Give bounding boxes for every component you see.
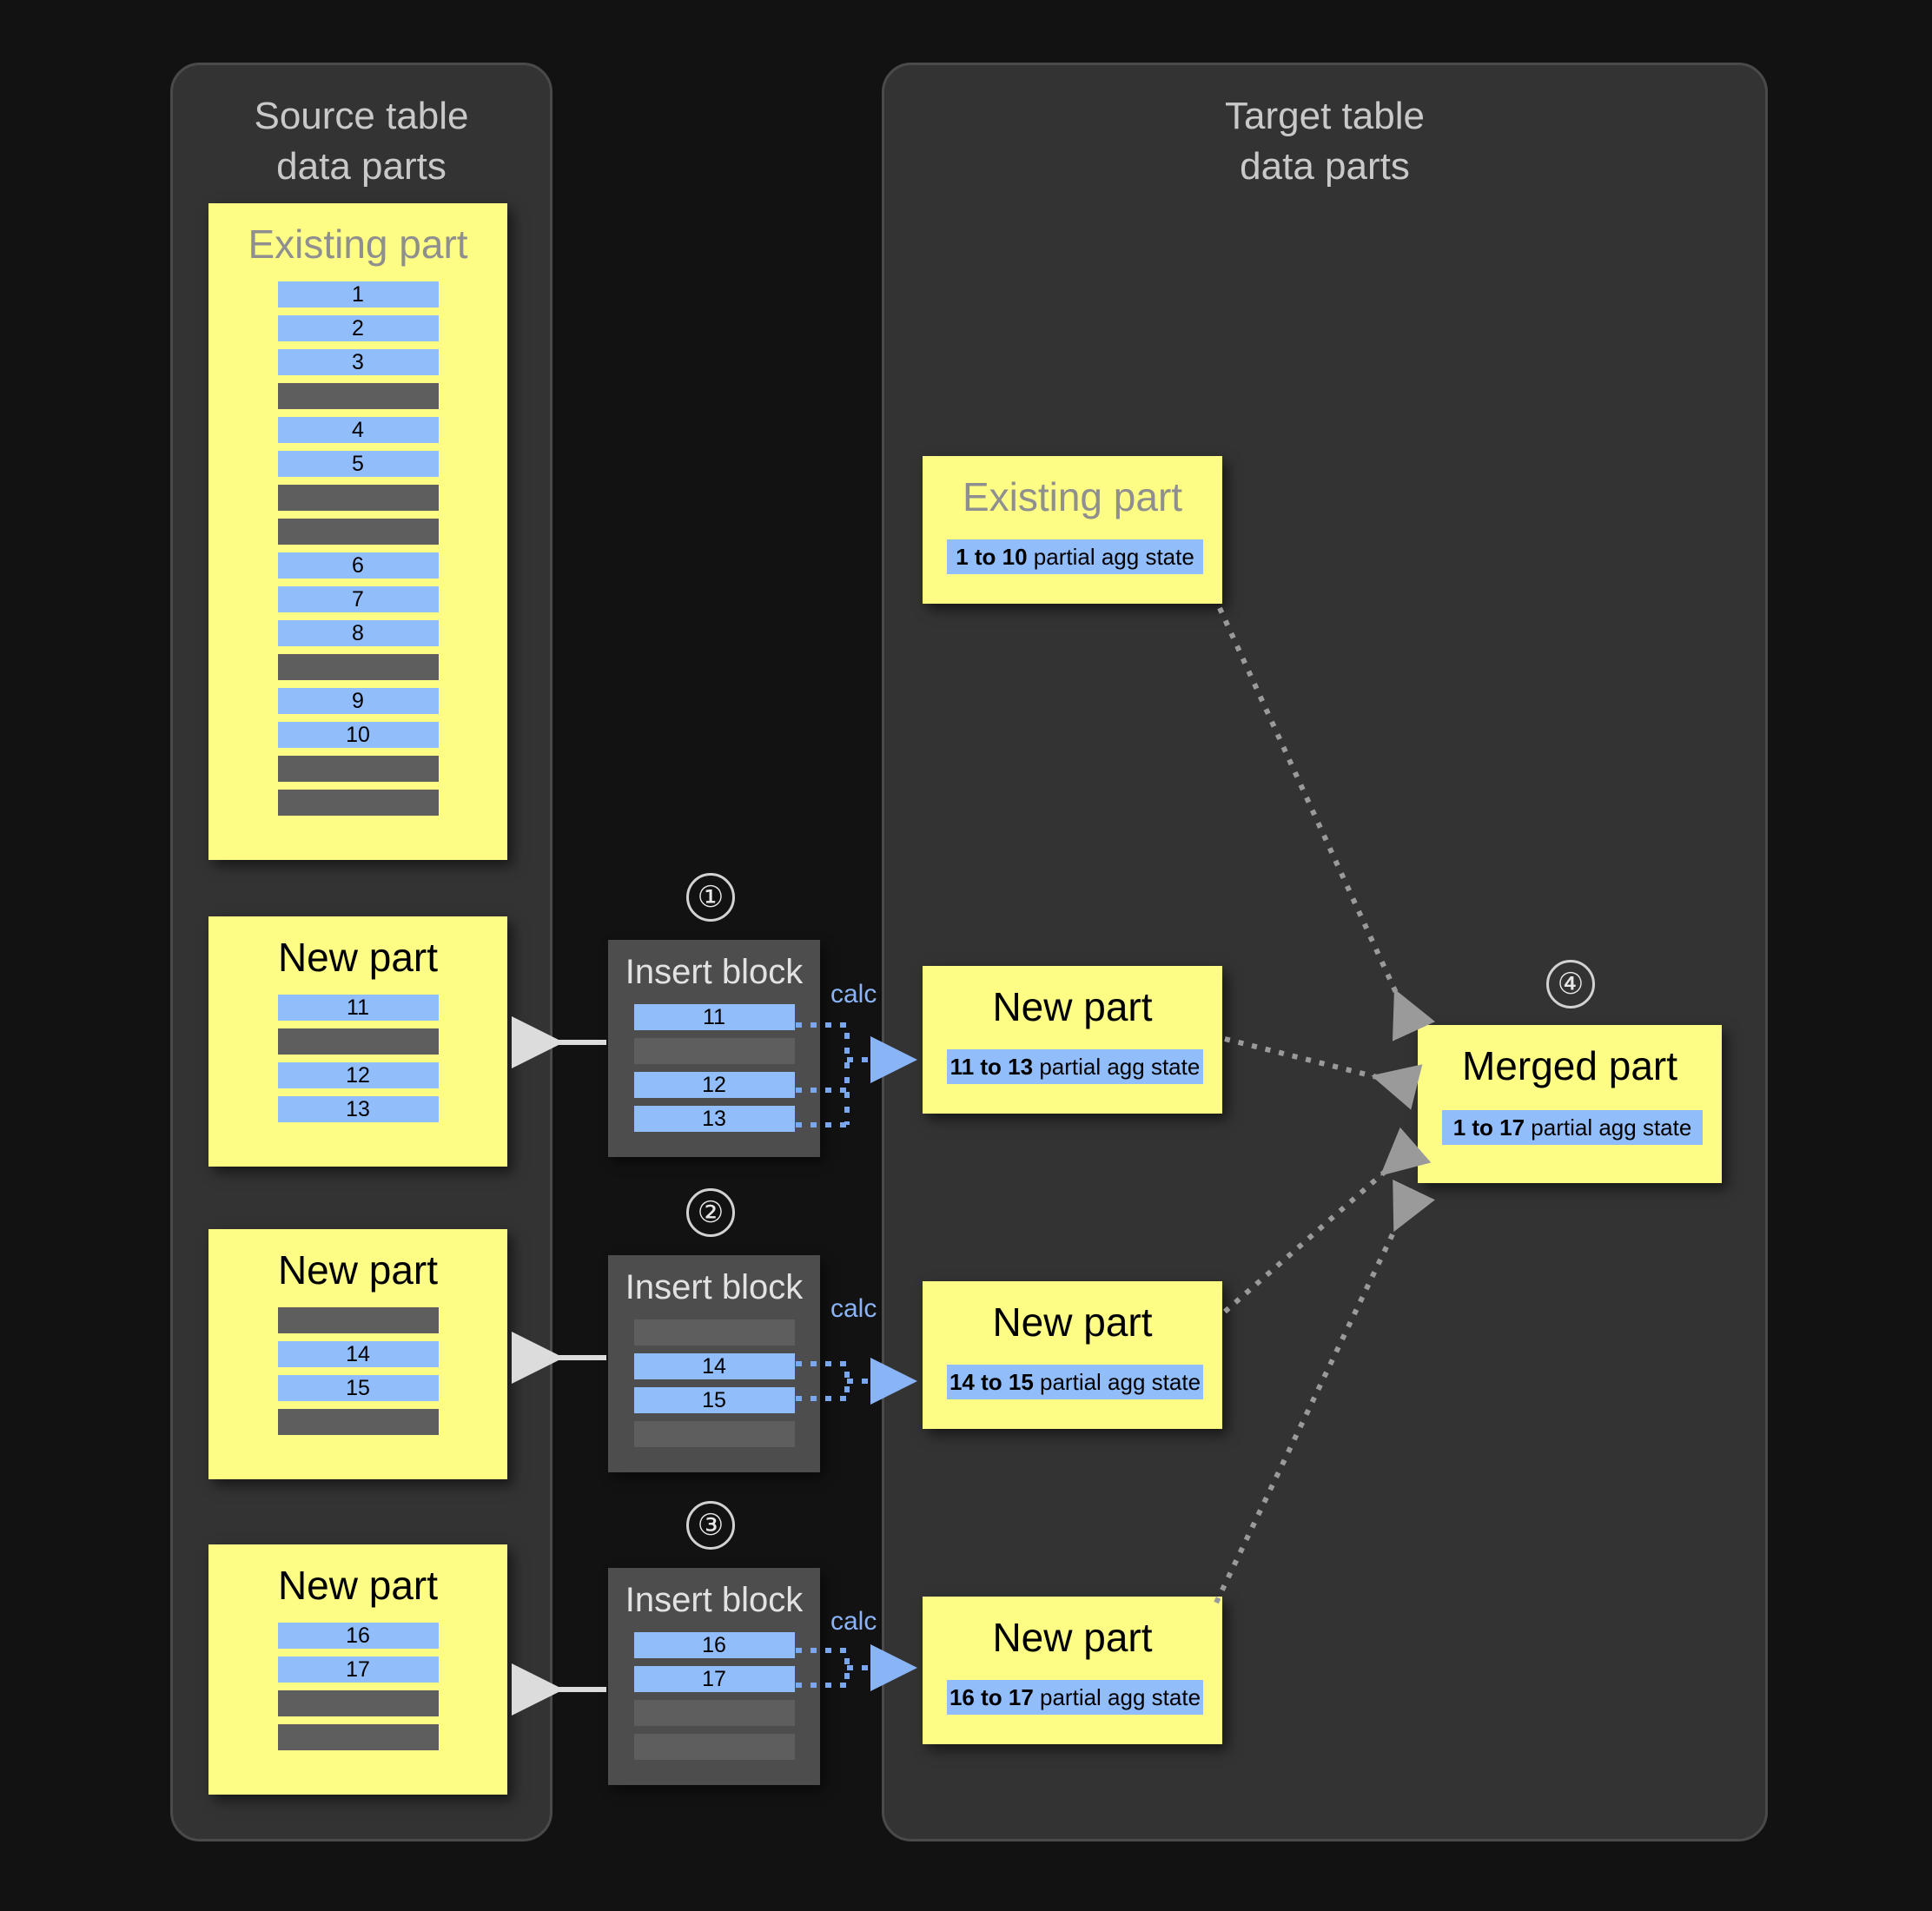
row-placeholder bbox=[277, 1724, 439, 1750]
row-placeholder bbox=[277, 1690, 439, 1716]
source-new-part-2-title: New part bbox=[277, 1247, 439, 1293]
step-badge-1: ① bbox=[686, 873, 735, 922]
source-new-part-3-title: New part bbox=[277, 1563, 439, 1608]
target-table-panel: Target table data parts bbox=[882, 63, 1768, 1842]
target-existing-part-agg-state: 1 to 10 partial agg state bbox=[947, 539, 1203, 574]
agg-suffix: partial agg state bbox=[1040, 1684, 1201, 1710]
row-value: 1 bbox=[277, 281, 439, 307]
agg-range: 11 to 13 bbox=[949, 1054, 1034, 1080]
insert-block-2-title: Insert block bbox=[625, 1268, 804, 1306]
row-value: 17 bbox=[277, 1656, 439, 1683]
row-value: 16 bbox=[633, 1632, 795, 1658]
row-value: 16 bbox=[277, 1623, 439, 1649]
merged-part-title: Merged part bbox=[1461, 1043, 1677, 1088]
step-badge-2: ② bbox=[686, 1188, 735, 1237]
row-placeholder bbox=[277, 1409, 439, 1435]
calc-label-1: calc bbox=[830, 980, 877, 1008]
insert-block-1: Insert block 11 12 13 bbox=[608, 940, 820, 1157]
row-placeholder bbox=[633, 1319, 795, 1346]
row-value: 12 bbox=[277, 1062, 439, 1088]
row-value: 10 bbox=[277, 722, 439, 748]
row-placeholder bbox=[633, 1038, 795, 1064]
insert-block-1-title: Insert block bbox=[625, 953, 804, 991]
row-value: 17 bbox=[633, 1666, 795, 1692]
source-new-part-1-rows: 11 12 13 bbox=[208, 984, 507, 1149]
target-new-part-3-title: New part bbox=[992, 1615, 1153, 1660]
target-new-part-2: New part 14 to 15 partial agg state bbox=[923, 1281, 1222, 1429]
source-existing-part-title: Existing part bbox=[248, 222, 468, 267]
calc-label-3: calc bbox=[830, 1607, 877, 1636]
row-value: 15 bbox=[633, 1387, 795, 1413]
target-new-part-1-title: New part bbox=[992, 984, 1153, 1029]
row-value: 14 bbox=[277, 1341, 439, 1367]
row-placeholder bbox=[277, 790, 439, 816]
target-new-part-2-agg-state: 14 to 15 partial agg state bbox=[947, 1365, 1203, 1399]
row-value: 11 bbox=[633, 1004, 795, 1030]
step-badge-4: ④ bbox=[1546, 960, 1595, 1008]
agg-range: 14 to 15 bbox=[949, 1369, 1034, 1395]
agg-range: 1 to 10 bbox=[956, 544, 1028, 570]
row-placeholder bbox=[633, 1421, 795, 1447]
row-placeholder bbox=[633, 1734, 795, 1760]
row-placeholder bbox=[277, 485, 439, 511]
row-value: 12 bbox=[633, 1072, 795, 1098]
row-placeholder bbox=[277, 383, 439, 409]
row-value: 15 bbox=[277, 1375, 439, 1401]
row-placeholder bbox=[277, 1307, 439, 1333]
agg-range: 16 to 17 bbox=[949, 1684, 1034, 1710]
target-existing-part-title: Existing part bbox=[962, 474, 1183, 519]
target-new-part-3: New part 16 to 17 partial agg state bbox=[923, 1597, 1222, 1744]
target-new-part-1-agg-state: 11 to 13 partial agg state bbox=[947, 1049, 1203, 1084]
row-value: 7 bbox=[277, 586, 439, 612]
row-value: 13 bbox=[277, 1096, 439, 1122]
target-new-part-2-title: New part bbox=[992, 1299, 1153, 1345]
row-placeholder bbox=[277, 756, 439, 782]
row-value: 4 bbox=[277, 417, 439, 443]
step-badge-3: ③ bbox=[686, 1501, 735, 1550]
source-new-part-1: New part 11 12 13 bbox=[208, 916, 507, 1167]
merged-part-agg-state: 1 to 17 partial agg state bbox=[1442, 1110, 1703, 1145]
row-placeholder bbox=[277, 654, 439, 680]
row-value: 3 bbox=[277, 349, 439, 375]
row-value: 6 bbox=[277, 552, 439, 579]
target-table-title: Target table data parts bbox=[1225, 95, 1425, 188]
merged-part: Merged part 1 to 17 partial agg state bbox=[1418, 1025, 1722, 1183]
row-placeholder bbox=[633, 1700, 795, 1726]
row-value: 9 bbox=[277, 688, 439, 714]
insert-block-1-rows: 11 12 13 bbox=[608, 995, 820, 1154]
row-value: 2 bbox=[277, 315, 439, 341]
calc-label-2: calc bbox=[830, 1294, 877, 1323]
row-placeholder bbox=[277, 1028, 439, 1055]
target-new-part-1: New part 11 to 13 partial agg state bbox=[923, 966, 1222, 1114]
target-existing-part: Existing part 1 to 10 partial agg state bbox=[923, 456, 1222, 604]
source-table-title: Source table data parts bbox=[254, 95, 469, 188]
source-existing-part: Existing part 1 2 3 4 5 6 7 8 9 10 bbox=[208, 203, 507, 860]
source-new-part-1-title: New part bbox=[277, 935, 439, 980]
row-value: 8 bbox=[277, 620, 439, 646]
row-placeholder bbox=[277, 519, 439, 545]
row-value: 14 bbox=[633, 1353, 795, 1379]
source-existing-part-rows: 1 2 3 4 5 6 7 8 9 10 bbox=[208, 271, 507, 843]
insert-block-3-title: Insert block bbox=[625, 1581, 804, 1619]
row-value: 13 bbox=[633, 1106, 795, 1132]
agg-suffix: partial agg state bbox=[1039, 1054, 1201, 1080]
row-value: 11 bbox=[277, 995, 439, 1021]
row-value: 5 bbox=[277, 451, 439, 477]
agg-range: 1 to 17 bbox=[1452, 1114, 1525, 1141]
agg-suffix: partial agg state bbox=[1040, 1369, 1201, 1395]
agg-suffix: partial agg state bbox=[1531, 1114, 1692, 1141]
target-new-part-3-agg-state: 16 to 17 partial agg state bbox=[947, 1680, 1203, 1715]
agg-suffix: partial agg state bbox=[1033, 544, 1194, 570]
